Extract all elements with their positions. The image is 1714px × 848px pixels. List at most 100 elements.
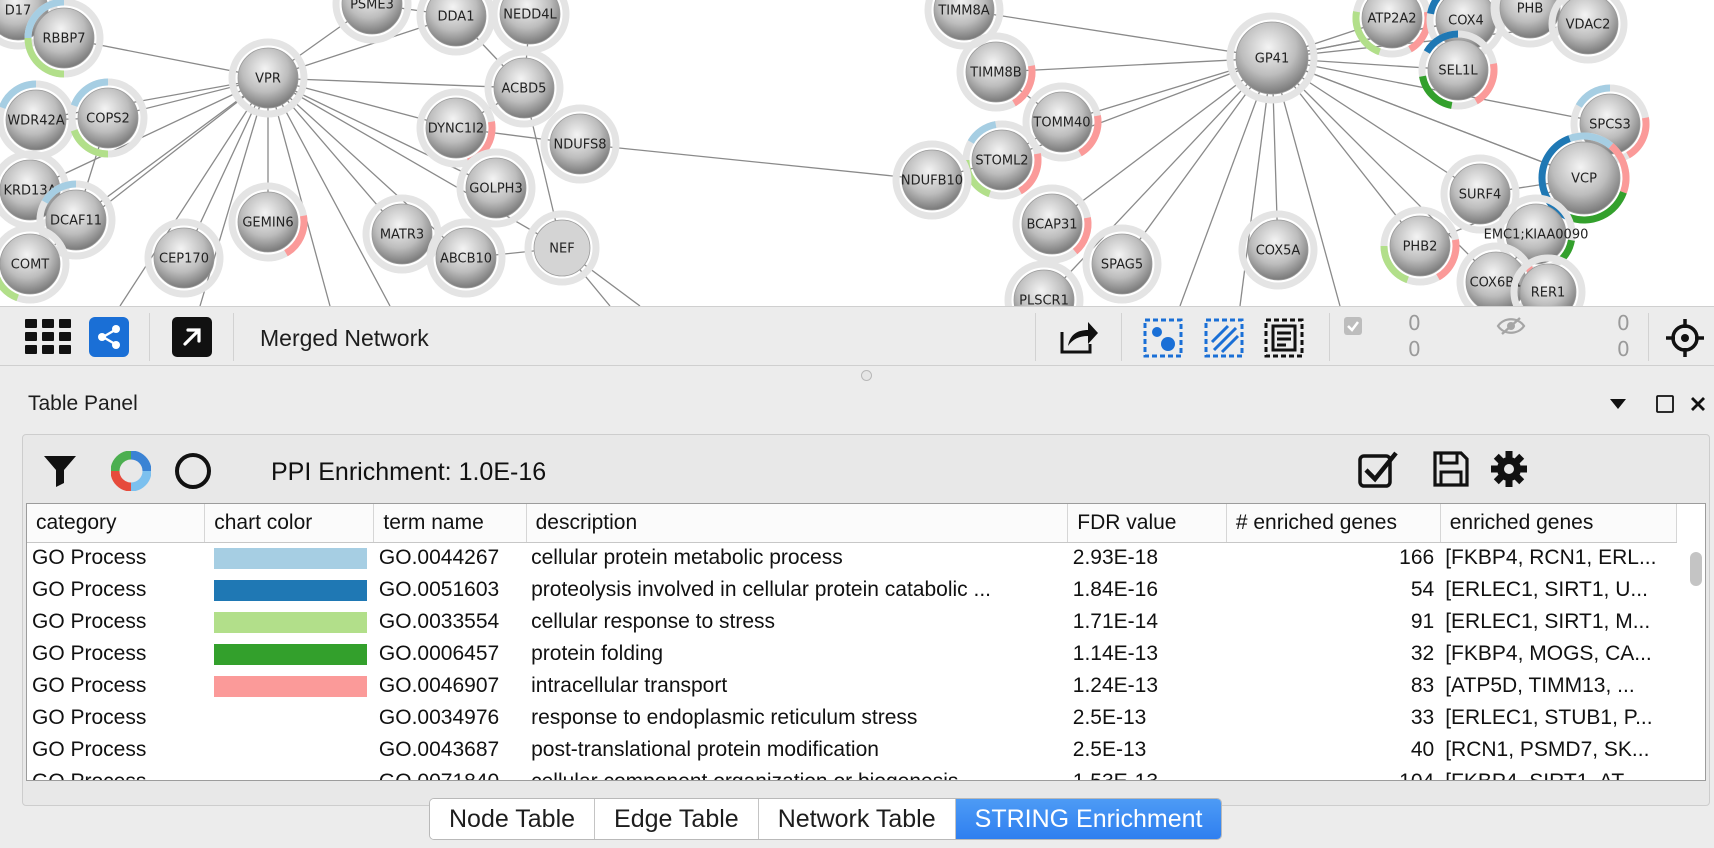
network-node[interactable]: ATP2A2 (1352, 0, 1432, 58)
network-node[interactable]: SPAG5 (1082, 224, 1162, 304)
network-node[interactable]: GEMIN6 (228, 182, 308, 262)
network-node[interactable]: PSME3 (332, 0, 412, 44)
node-label: GEMIN6 (242, 216, 293, 231)
category-cell: GO Process (32, 674, 147, 697)
network-edge[interactable] (995, 57, 1273, 73)
network-node[interactable]: PLSCR1 (1004, 260, 1084, 306)
network-node[interactable]: VPR (228, 38, 308, 118)
network-node[interactable]: RBBP7 (24, 0, 104, 78)
float-window-icon[interactable] (1654, 394, 1676, 414)
column-header[interactable]: # enriched genes (1226, 504, 1441, 543)
hidden-eye-icon[interactable] (1496, 315, 1526, 337)
column-header[interactable]: chart color (204, 504, 375, 543)
dropdown-triangle-icon[interactable] (1607, 394, 1629, 414)
open-external-icon[interactable] (172, 317, 212, 357)
tab-network-table[interactable]: Network Table (758, 799, 956, 839)
network-edge[interactable] (75, 77, 269, 221)
fit-crosshair-icon[interactable] (1664, 317, 1706, 359)
network-node[interactable]: NEF (524, 210, 600, 286)
network-edge[interactable] (267, 77, 457, 129)
grid-view-icon[interactable] (24, 317, 72, 357)
network-node[interactable]: TIMM8A (924, 0, 1004, 50)
term-name-cell: GO.0051603 (378, 578, 500, 601)
network-node[interactable]: NDUFB10 (892, 140, 972, 220)
chart-colors-icon[interactable] (111, 451, 151, 491)
network-edge[interactable] (267, 77, 525, 89)
network-node[interactable]: VDAC2 (1548, 0, 1628, 64)
splitter-handle[interactable] (861, 370, 872, 381)
network-edge[interactable] (579, 143, 933, 181)
network-node[interactable]: SURF4 (1440, 154, 1520, 234)
network-node[interactable]: BCAP31 (1012, 184, 1092, 264)
select-annotations-icon[interactable] (1264, 318, 1304, 358)
network-node[interactable]: GOLPH3 (456, 148, 536, 228)
network-node[interactable]: NDUFS8 (540, 104, 620, 184)
network-node[interactable]: PHB2 (1380, 206, 1460, 286)
network-node[interactable]: DYNC1I2 (416, 88, 496, 168)
network-node[interactable]: TIMM8B (956, 32, 1036, 112)
network-edge[interactable] (1051, 57, 1273, 225)
network-node[interactable]: DCAF11 (36, 180, 116, 260)
enriched-count-cell: 40 (1410, 738, 1435, 761)
network-edge[interactable] (1271, 57, 1585, 179)
network-edge[interactable] (119, 77, 269, 306)
network-node[interactable]: TOMM40 (1022, 82, 1102, 162)
network-edge[interactable] (963, 9, 1273, 59)
select-nodes-icon[interactable] (1143, 318, 1183, 358)
network-node[interactable]: VCP (1538, 132, 1630, 224)
column-header[interactable]: category (27, 504, 206, 543)
network-node[interactable]: STOML2 (962, 120, 1042, 200)
scroll-thumb[interactable] (1690, 552, 1702, 586)
description-cell: cellular component organization or bioge… (526, 766, 1068, 780)
network-edge[interactable] (29, 77, 269, 191)
export-share-icon[interactable] (1057, 317, 1101, 357)
tab-string-enrichment[interactable]: STRING Enrichment (955, 799, 1222, 839)
network-node[interactable]: DDA1 (416, 0, 496, 56)
select-edges-icon[interactable] (1204, 318, 1244, 358)
network-edge[interactable] (1043, 57, 1273, 301)
network-node[interactable]: COMT (0, 224, 70, 304)
network-node[interactable]: EMC1;KIAA0090 (1484, 194, 1589, 274)
category-cell: GO Process (32, 706, 147, 729)
tab-edge-table[interactable]: Edge Table (595, 799, 759, 839)
network-edge[interactable] (267, 77, 497, 189)
network-edge[interactable] (267, 77, 467, 259)
network-node[interactable]: GP41 (1226, 12, 1318, 104)
column-header[interactable]: description (526, 504, 1069, 543)
network-node[interactable]: ABCB10 (426, 218, 506, 298)
vertical-scrollbar[interactable] (1689, 544, 1703, 780)
column-header[interactable]: enriched genes (1440, 504, 1678, 543)
reset-charts-icon[interactable] (173, 451, 213, 491)
network-edge[interactable] (267, 77, 391, 306)
network-node[interactable]: WDR42A (0, 80, 76, 160)
select-all-checkbox-icon[interactable] (1357, 449, 1399, 489)
panel-splitter[interactable] (0, 366, 1714, 384)
close-icon[interactable] (1687, 394, 1709, 414)
network-node[interactable]: CEP170 (144, 218, 224, 298)
network-node[interactable]: COPS2 (68, 78, 148, 158)
network-node[interactable]: SEL1L (1418, 30, 1498, 110)
network-node[interactable]: COX5A (1238, 210, 1318, 290)
settings-gear-icon[interactable] (1489, 449, 1529, 489)
column-header[interactable]: term name (373, 504, 527, 543)
column-header[interactable]: FDR value (1067, 504, 1227, 543)
show-selected-checkbox[interactable] (1342, 315, 1364, 337)
tab-node-table[interactable]: Node Table (430, 799, 596, 839)
network-node[interactable]: RER1 (1510, 254, 1586, 306)
filter-icon[interactable] (41, 451, 79, 489)
network-node[interactable]: NEDD4L (490, 0, 570, 54)
share-network-icon[interactable] (89, 317, 129, 357)
network-node[interactable]: ACBD5 (484, 48, 564, 128)
save-icon[interactable] (1431, 449, 1471, 489)
